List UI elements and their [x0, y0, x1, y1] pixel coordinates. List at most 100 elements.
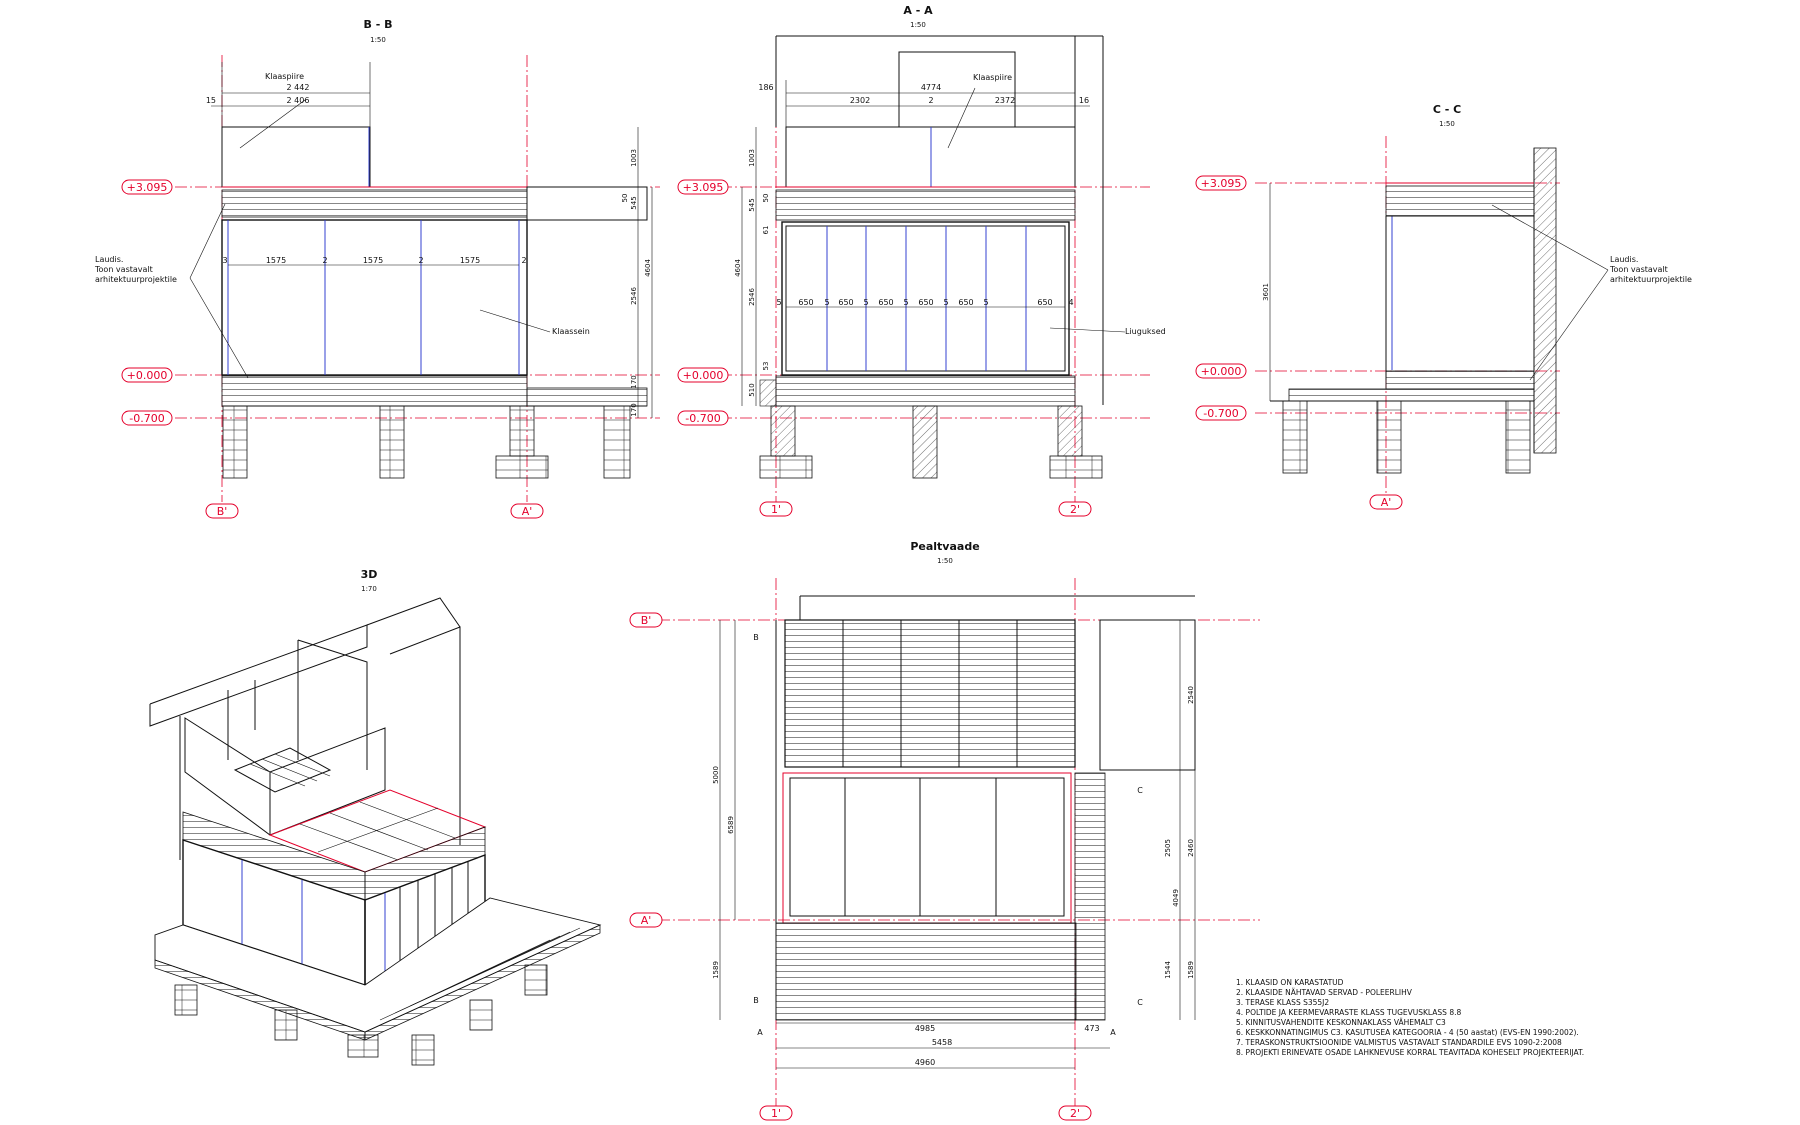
- iso-3d-view: 3D 1:70: [149, 568, 602, 1066]
- svg-text:B': B': [641, 614, 652, 627]
- bb-board-label-1: Laudis.: [95, 255, 123, 264]
- general-notes: 1. KLAASID ON KARASTATUD 2. KLAASIDE NÄH…: [1236, 978, 1584, 1057]
- cc-board-label-3: arhitektuurprojektile: [1610, 275, 1692, 284]
- svg-text:61: 61: [762, 226, 770, 235]
- svg-text:186: 186: [758, 83, 773, 92]
- svg-text:5: 5: [863, 298, 868, 307]
- bb-panel-dims: 3 1575 2 1575 2 1575 2: [222, 256, 526, 265]
- svg-text:1589: 1589: [712, 961, 720, 979]
- svg-text:2505: 2505: [1164, 839, 1172, 857]
- note-8: 8. PROJEKTI ERINEVATE OSADE LAHKNEVUSE K…: [1236, 1048, 1584, 1057]
- aa-axis-1: 1': [759, 501, 793, 517]
- aa-level-top: +3.095: [677, 179, 729, 195]
- cc-level-ground: -0.700: [1195, 405, 1247, 421]
- svg-text:5: 5: [824, 298, 829, 307]
- bb-board-label-2: Toon vastavalt: [94, 265, 153, 274]
- svg-text:2: 2: [418, 256, 423, 265]
- svg-text:1': 1': [771, 503, 781, 516]
- plan-view: Pealtvaade 1:50 B B A A C: [629, 540, 1260, 1121]
- svg-text:2: 2: [521, 256, 526, 265]
- svg-text:4604: 4604: [644, 259, 652, 277]
- svg-text:510: 510: [748, 383, 756, 396]
- svg-text:170: 170: [630, 403, 638, 416]
- svg-text:-0.700: -0.700: [1203, 407, 1238, 420]
- svg-text:2372: 2372: [995, 96, 1015, 105]
- svg-text:4985: 4985: [915, 1024, 935, 1033]
- plan-axis-b: B': [629, 612, 663, 628]
- section-bb-view: B - B 1:50 Klaaspiire 2 442 2 406 15: [94, 18, 660, 519]
- cc-board-label-2: Toon vastavalt: [1609, 265, 1668, 274]
- bb-level-zero: +0.000: [121, 367, 173, 383]
- bb-axis-b: B': [205, 503, 239, 519]
- svg-text:4: 4: [1068, 298, 1073, 307]
- plan-axis-1: 1': [759, 1105, 793, 1121]
- bb-dim-left: 15: [206, 96, 216, 105]
- svg-text:+3.095: +3.095: [1201, 177, 1242, 190]
- cc-axis-a: A': [1369, 494, 1403, 510]
- svg-text:A': A': [522, 505, 533, 518]
- note-4: 4. POLTIDE JA KEERMEVARRASTE KLASS TUGEV…: [1236, 1008, 1461, 1017]
- svg-text:2460: 2460: [1187, 839, 1195, 857]
- svg-text:53: 53: [762, 362, 770, 371]
- svg-text:2302: 2302: [850, 96, 870, 105]
- cc-board-label-1: Laudis.: [1610, 255, 1638, 264]
- svg-text:5: 5: [903, 298, 908, 307]
- svg-text:B': B': [217, 505, 228, 518]
- svg-text:2': 2': [1070, 503, 1080, 516]
- svg-text:650: 650: [958, 298, 973, 307]
- svg-text:+0.000: +0.000: [127, 369, 168, 382]
- aa-railing-label: Klaaspiire: [973, 73, 1012, 82]
- aa-level-zero: +0.000: [677, 367, 729, 383]
- svg-text:50: 50: [621, 194, 629, 203]
- plan-mark-c-top: C: [1137, 786, 1143, 795]
- aa-door-dims: 5 650 5 650 5 650 5 650 5 650 5 650 4: [776, 298, 1073, 307]
- iso-title: 3D: [361, 568, 378, 581]
- bb-board-label-3: arhitektuurprojektile: [95, 275, 177, 284]
- plan-mark-c-bottom: C: [1137, 998, 1143, 1007]
- svg-text:2540: 2540: [1187, 686, 1195, 704]
- aa-scale: 1:50: [910, 21, 926, 29]
- cc-title: C - C: [1433, 103, 1461, 116]
- plan-left-dims: 5000 6589 1589: [712, 766, 735, 979]
- cc-scale: 1:50: [1439, 120, 1455, 128]
- note-3: 3. TERASE KLASS S355J2: [1236, 998, 1329, 1007]
- plan-axis-2: 2': [1058, 1105, 1092, 1121]
- svg-text:473: 473: [1084, 1024, 1099, 1033]
- svg-text:4604: 4604: [734, 259, 742, 277]
- svg-text:2546: 2546: [748, 288, 756, 306]
- svg-text:2546: 2546: [630, 287, 638, 305]
- plan-right-dims: 2540 2505 2460 4049 1544 1589: [1164, 686, 1195, 979]
- aa-sliding-label: Liuguksed: [1125, 327, 1166, 336]
- svg-text:650: 650: [838, 298, 853, 307]
- svg-text:1544: 1544: [1164, 961, 1172, 979]
- aa-level-ground: -0.700: [677, 410, 729, 426]
- svg-text:+0.000: +0.000: [1201, 365, 1242, 378]
- aa-axis-2: 2': [1058, 501, 1092, 517]
- svg-text:3: 3: [222, 256, 227, 265]
- svg-text:A': A': [1381, 496, 1392, 509]
- plan-title: Pealtvaade: [910, 540, 979, 553]
- section-cc-view: C - C 1:50 3601 Laudis. Toon vastavalt a…: [1195, 103, 1692, 510]
- svg-text:545: 545: [748, 198, 756, 211]
- svg-text:650: 650: [878, 298, 893, 307]
- bb-right-dims: 1003 50 545 2546 4604 170 170: [621, 149, 652, 417]
- aa-left-dims: 1003 545 50 61 2546 4604 53 510: [734, 149, 770, 397]
- plan-mark-b-bottom: B: [753, 996, 759, 1005]
- plan-mark-a-right: A: [1110, 1028, 1116, 1037]
- bb-level-ground: -0.700: [121, 410, 173, 426]
- svg-text:6589: 6589: [727, 816, 735, 834]
- cc-level-top: +3.095: [1195, 175, 1247, 191]
- cc-level-zero: +0.000: [1195, 363, 1247, 379]
- svg-text:5458: 5458: [932, 1038, 952, 1047]
- note-1: 1. KLAASID ON KARASTATUD: [1236, 978, 1344, 987]
- svg-text:1575: 1575: [363, 256, 383, 265]
- bb-railing-label: Klaaspiire: [265, 72, 304, 81]
- svg-text:+3.095: +3.095: [127, 181, 168, 194]
- bb-dim-total: 2 442: [287, 83, 310, 92]
- svg-text:545: 545: [630, 196, 638, 209]
- note-7: 7. TERASKONSTRUKTSIOONIDE VALMISTUS VAST…: [1236, 1038, 1562, 1047]
- svg-text:1003: 1003: [630, 149, 638, 167]
- bb-dim-inner: 2 406: [287, 96, 310, 105]
- svg-text:5: 5: [983, 298, 988, 307]
